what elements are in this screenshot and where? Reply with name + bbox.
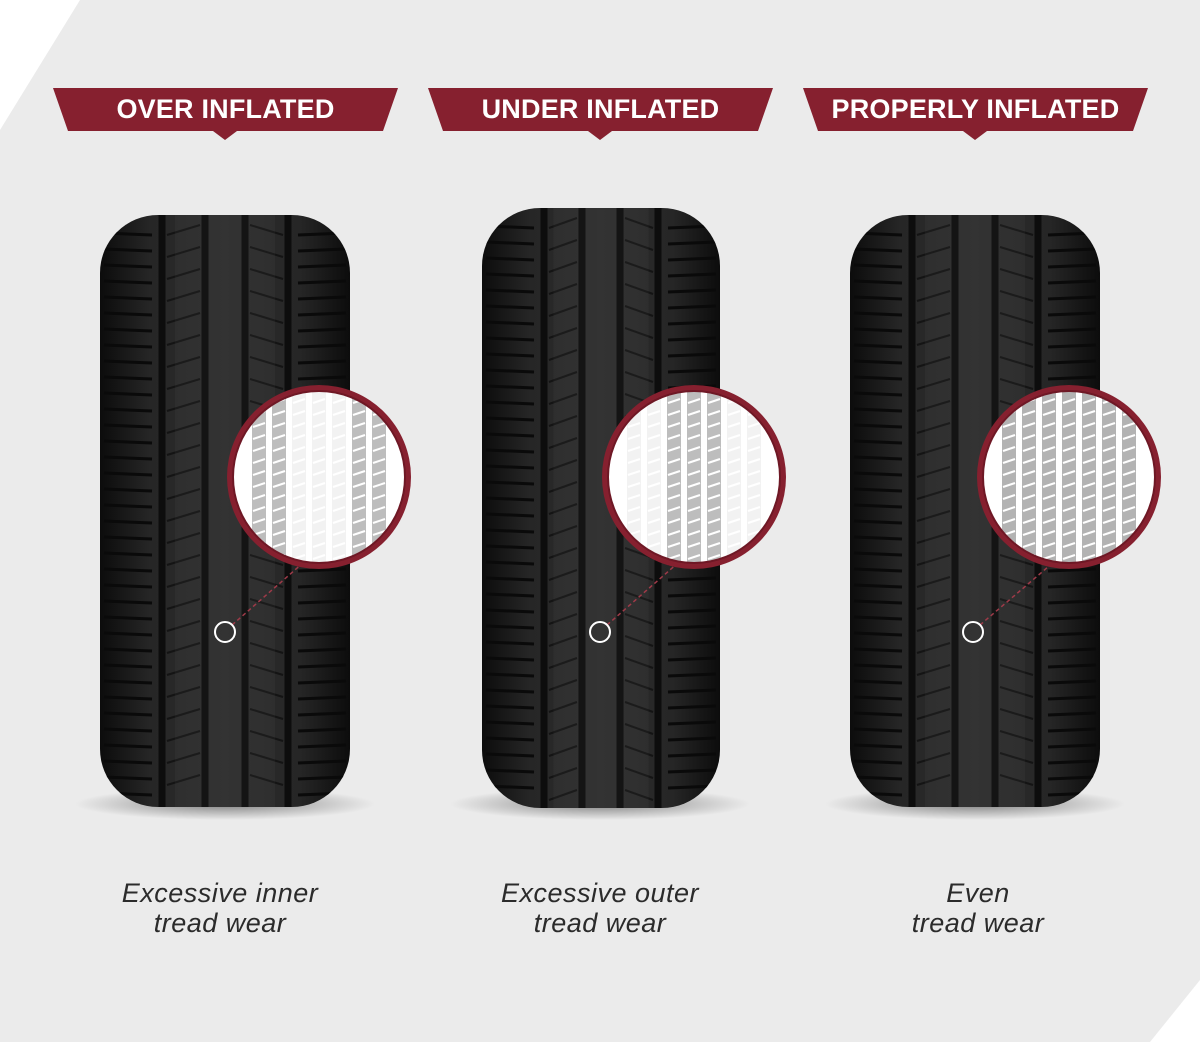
banner-ribbon — [428, 88, 773, 140]
banner-under-inflated: UNDER INFLATED — [481, 94, 720, 124]
tire-diagram-properly-inflated — [803, 88, 1161, 820]
caption-line-2: tread wear — [911, 908, 1045, 938]
caption-line-1: Excessive inner — [121, 878, 319, 908]
banner-over-inflated: OVER INFLATED — [116, 94, 335, 124]
leader-line — [979, 554, 1063, 626]
banner-properly-inflated: PROPERLY INFLATED — [831, 94, 1120, 124]
magnified-tread — [983, 391, 1155, 563]
caption-line-2: tread wear — [533, 908, 667, 938]
caption-over-inflated: Excessive inner tread wear — [20, 878, 420, 938]
caption-properly-inflated: Even tread wear — [778, 878, 1178, 938]
pointer-circle — [214, 621, 236, 643]
pointer-circle — [589, 621, 611, 643]
banner-ribbon — [53, 88, 398, 140]
leader-line — [231, 554, 313, 626]
caption-line-2: tread wear — [153, 908, 287, 938]
pointer-circle — [962, 621, 984, 643]
caption-under-inflated: Excessive outer tread wear — [400, 878, 800, 938]
banner-ribbon — [803, 88, 1148, 140]
panel-properly-inflated: PROPERLY INFLATED Even tread wear — [775, 0, 1175, 1042]
magnifier-inner-edge — [607, 390, 781, 564]
magnified-tread — [608, 391, 780, 563]
caption-line-1: Excessive outer — [500, 878, 700, 908]
magnifier-inner-edge — [982, 390, 1156, 564]
tire-diagram-under-inflated — [428, 88, 786, 820]
magnifier-inner-edge — [232, 390, 406, 564]
panel-over-inflated: OVER INFLATED Excessive inner tread wear — [25, 0, 425, 1042]
magnified-tread — [233, 391, 405, 563]
leader-line — [606, 554, 688, 626]
tire-diagram-over-inflated — [53, 88, 411, 820]
panel-under-inflated: UNDER INFLATED Excessive outer tread wea… — [400, 0, 800, 1042]
caption-line-1: Even — [946, 878, 1010, 908]
